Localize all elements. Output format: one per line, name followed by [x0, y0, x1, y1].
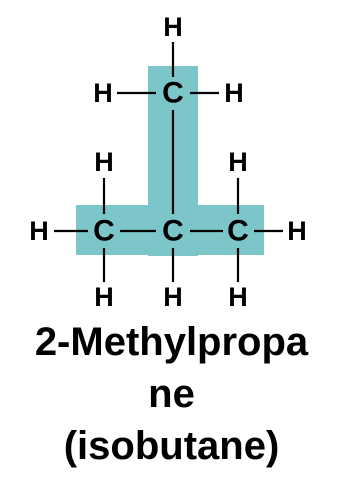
- compound-name-caption: 2-Methylpropa ne (isobutane): [0, 316, 343, 472]
- hydrogen-atom-central-down: H: [163, 282, 183, 310]
- hydrogen-atom-far-left: H: [29, 216, 49, 246]
- caption-line-2: ne: [148, 372, 195, 416]
- atoms: H H C H H H H C C C H H H H: [29, 12, 307, 310]
- carbon-atom-central: C: [162, 215, 184, 248]
- hydrogen-atom-right-down: H: [228, 282, 248, 310]
- carbon-atom-left: C: [93, 215, 115, 248]
- carbon-skeleton-highlight: [76, 66, 264, 256]
- isobutane-structural-formula: H H C H H H H C C C H H H H: [29, 12, 307, 310]
- bonds: [54, 42, 283, 282]
- hydrogen-atom-left-down: H: [94, 282, 114, 310]
- hydrogen-atom-far-right: H: [287, 216, 307, 246]
- hydrogen-atom-left-up: H: [94, 147, 114, 177]
- highlight-horizontal-bar: [76, 205, 264, 255]
- caption-line-3: (isobutane): [63, 424, 280, 468]
- caption-line-1: 2-Methylpropa: [34, 320, 309, 364]
- carbon-atom-right: C: [227, 215, 249, 248]
- hydrogen-atom-top-right: H: [224, 78, 244, 108]
- hydrogen-atom-right-up: H: [228, 147, 248, 177]
- hydrogen-atom-top-left: H: [93, 78, 113, 108]
- carbon-atom-top: C: [162, 77, 184, 110]
- hydrogen-atom-top: H: [163, 12, 183, 42]
